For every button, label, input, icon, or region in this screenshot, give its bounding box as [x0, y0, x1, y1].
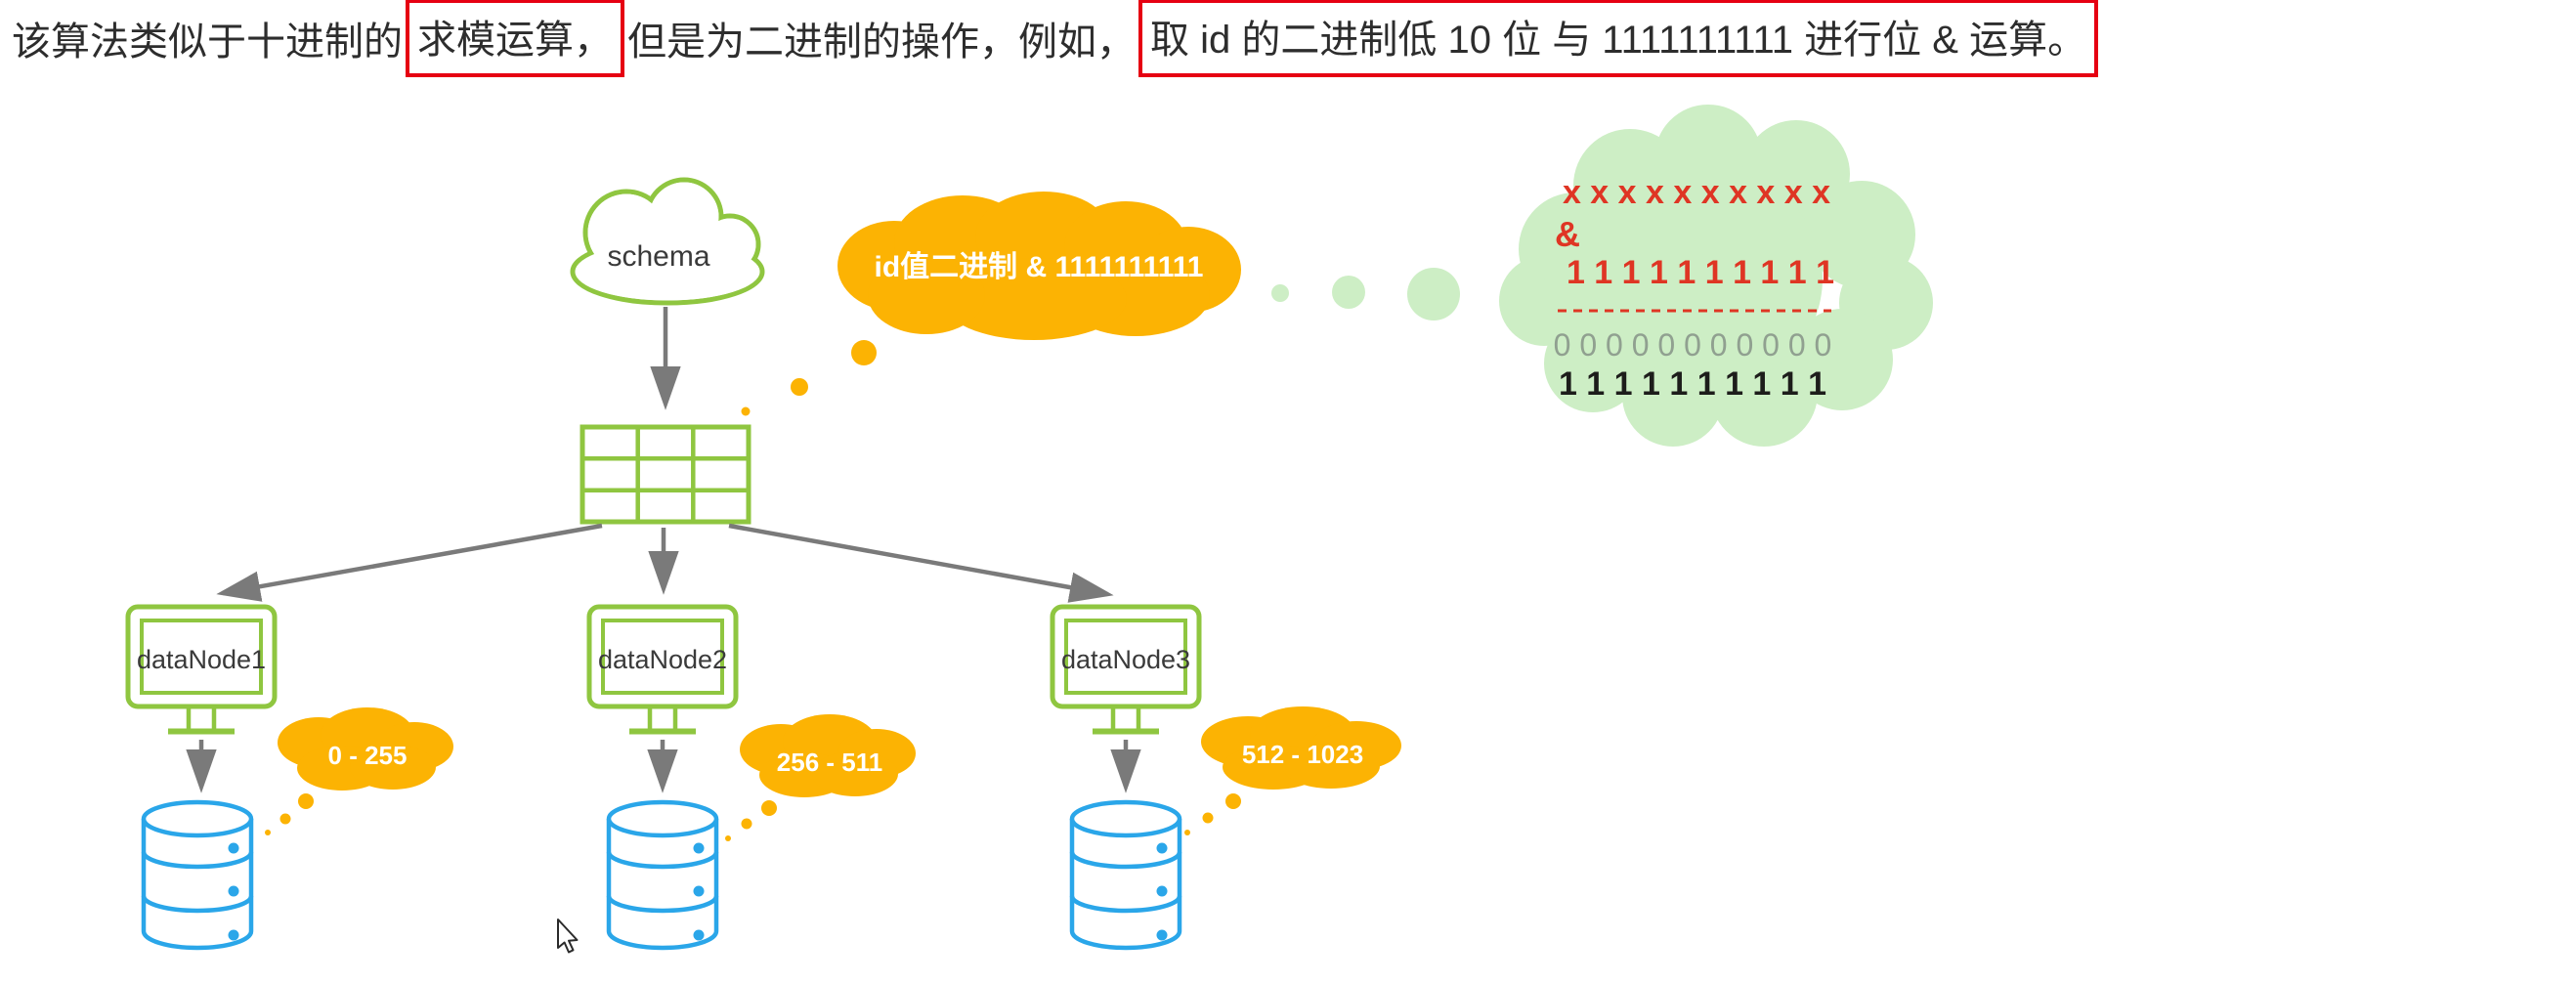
schema-cloud-outline: [570, 177, 765, 306]
caption-text-1: 该算法类似于十进制的: [12, 21, 403, 64]
caption: 该算法类似于十进制的求模运算，但是为二进制的操作，例如，取 id 的二进制低 1…: [12, 0, 2101, 77]
arrow-table-to-node1: [216, 523, 603, 602]
schema-cloud: schema: [570, 177, 765, 306]
cloud-bump: [1544, 205, 1710, 371]
calc-line-operand: x x x x x x x x x x: [1563, 174, 1830, 211]
db-dot: [228, 842, 239, 854]
cloud-patch: [587, 193, 665, 272]
datanode2-label: dataNode2: [598, 645, 727, 674]
db-dot: [693, 929, 705, 941]
calc-cloud: x x x x x x x x x x & 1 1 1 1 1 1 1 1 1 …: [1499, 105, 1933, 447]
monitor-datanode3: dataNode3: [1050, 604, 1202, 735]
cursor-pointer-icon: [557, 919, 579, 954]
bubble-tail-dot: [761, 800, 777, 816]
bubble-tail-dot: [741, 406, 751, 416]
mouse-cursor: [557, 919, 579, 954]
datanode1-label: dataNode1: [137, 645, 266, 674]
bubble-bump: [812, 751, 898, 796]
caption-highlight-modulo: 求模运算，: [406, 0, 624, 77]
cloud-patch: [704, 218, 756, 271]
calc-line-ampersand: &: [1555, 214, 1580, 254]
db-band-line: [606, 895, 719, 914]
range-bubble-3: 512 - 1023: [1184, 706, 1401, 835]
bubble-tail-dot: [279, 813, 291, 825]
bubble-tail-dot: [1184, 830, 1190, 835]
range-bubble-2: 256 - 511: [725, 714, 916, 841]
monitor-stand: [186, 706, 217, 729]
db-band-line: [606, 851, 719, 870]
shard-table-frame: [580, 424, 751, 525]
bubble-tail-dot: [851, 340, 877, 365]
monitor-stand: [1110, 706, 1141, 729]
db-dot: [693, 885, 705, 897]
calc-line-result: 1 1 1 1 1 1 1 1 1 1: [1559, 365, 1826, 403]
monitor-screen: [601, 619, 724, 695]
bubble-tail-dot: [1225, 793, 1241, 809]
bubble-tail-dot: [1202, 812, 1214, 824]
db-band-line: [141, 851, 254, 870]
calc-cloud-tail-dot: [1407, 268, 1460, 321]
db-dot: [1156, 929, 1168, 941]
bubble-tail-dot: [741, 818, 752, 830]
range2-label: 256 - 511: [777, 748, 882, 777]
monitor-screen: [140, 619, 263, 695]
bubble-bump: [868, 256, 985, 334]
bubble-tail-dot: [265, 830, 271, 835]
db-dot: [1156, 842, 1168, 854]
database-icon-2: [606, 799, 719, 951]
db-body: [1069, 819, 1182, 951]
bubble-tail-dot: [791, 378, 808, 396]
db-band-line: [1069, 851, 1182, 870]
db-band-line: [1069, 895, 1182, 914]
shard-table: [580, 424, 751, 525]
bubble-bump: [941, 258, 1127, 340]
operation-bubble-label: id值二进制 & 1111111111: [875, 251, 1204, 283]
range3-label: 512 - 1023: [1242, 740, 1363, 769]
monitor-datanode1: dataNode1: [125, 604, 278, 735]
operation-bubble: id值二进制 & 1111111111: [741, 192, 1241, 416]
db-dot: [228, 929, 239, 941]
calc-line-zeros: 0 0 0 0 0 0 0 0 0 0 0: [1554, 327, 1832, 363]
bubble-tail-dot: [725, 835, 731, 841]
db-band-line: [141, 895, 254, 914]
bubble-tail-dot: [298, 793, 314, 809]
range-bubble-1: 0 - 255: [265, 707, 453, 835]
range1-label: 0 - 255: [328, 741, 408, 770]
db-dot: [228, 885, 239, 897]
cloud-patch: [649, 182, 719, 252]
calc-cloud-tail-dot: [1332, 276, 1365, 309]
calc-line-mask: 1 1 1 1 1 1 1 1 1 1: [1567, 254, 1834, 291]
db-dot: [693, 842, 705, 854]
bubble-bump: [350, 745, 436, 790]
caption-text-2: 但是为二进制的操作，例如，: [627, 21, 1136, 64]
schema-label: schema: [607, 240, 709, 273]
bubble-bump: [1282, 744, 1380, 789]
db-top: [606, 799, 719, 838]
monitor-stand: [647, 706, 678, 729]
arrow-table-to-node3: [728, 523, 1114, 603]
database-icon-3: [1069, 799, 1182, 951]
database-icon-1: [141, 799, 254, 951]
monitor-datanode2: dataNode2: [586, 604, 739, 735]
db-body: [141, 819, 254, 951]
db-top: [141, 799, 254, 838]
db-top: [1069, 799, 1182, 838]
monitor-screen: [1064, 619, 1187, 695]
calc-cloud-tail-dot: [1271, 284, 1289, 302]
db-dot: [1156, 885, 1168, 897]
shard-table-gridlines: [582, 427, 749, 522]
caption-highlight-bitand: 取 id 的二进制低 10 位 与 1111111111 进行位 & 运算。: [1138, 0, 2099, 77]
datanode3-label: dataNode3: [1061, 645, 1190, 674]
db-body: [606, 819, 719, 951]
